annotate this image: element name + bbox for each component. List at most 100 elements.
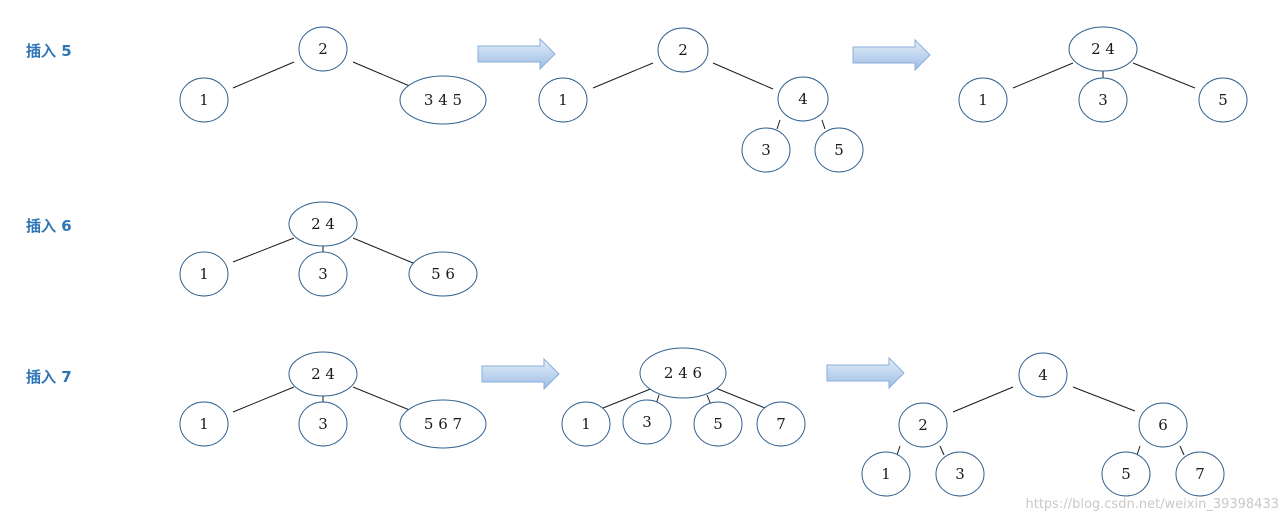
- tree-node-label: 2 4: [311, 365, 335, 383]
- tree-node: 2: [657, 27, 709, 73]
- tree-node: 1: [861, 451, 911, 497]
- tree-node: 5: [1198, 77, 1248, 123]
- tree-node-label: 2: [678, 41, 688, 59]
- row-label-insert-6: 插入 6: [26, 217, 72, 235]
- tree-edge: [1179, 445, 1185, 456]
- tree-node: 7: [1175, 451, 1225, 497]
- tree-node: 5: [1101, 451, 1151, 497]
- tree-node: 2 4: [1068, 26, 1138, 72]
- tree-node-ellipse: [538, 77, 588, 123]
- tree-node-label: 2: [918, 416, 928, 434]
- tree-node-label: 1: [881, 465, 891, 483]
- tree-node: 2: [898, 402, 948, 448]
- tree-node-ellipse: [741, 127, 791, 173]
- tree-node-ellipse: [288, 201, 358, 247]
- tree-node: 2 4: [288, 201, 358, 247]
- tree-node-ellipse: [1175, 451, 1225, 497]
- tree-node-ellipse: [179, 401, 229, 447]
- tree-node-label: 2 4 6: [664, 364, 702, 382]
- right-arrow-icon: [826, 356, 905, 390]
- row-label-insert-5: 插入 5: [26, 42, 72, 60]
- tree-edge: [1136, 445, 1141, 456]
- tree-edge: [232, 237, 295, 263]
- tree-edge: [352, 237, 414, 264]
- tree-edge: [1012, 62, 1074, 89]
- tree-node-ellipse: [622, 399, 672, 445]
- tree-node: 1: [958, 77, 1008, 123]
- tree-node-label: 4: [1038, 366, 1048, 384]
- tree-node-label: 1: [978, 91, 988, 109]
- tree-node: 4: [1018, 352, 1068, 398]
- tree-node-ellipse: [814, 127, 864, 173]
- tree-node: 3: [741, 127, 791, 173]
- tree-edge: [232, 61, 295, 89]
- tree-node-ellipse: [1018, 352, 1068, 398]
- tree-node-label: 1: [581, 415, 591, 433]
- tree-node-ellipse: [179, 251, 229, 297]
- tree-edge: [592, 62, 654, 89]
- tree-edge: [352, 61, 413, 88]
- right-arrow-icon: [477, 37, 556, 71]
- tree-node-ellipse: [298, 26, 348, 72]
- tree-edge: [1132, 62, 1196, 89]
- tree-node-label: 5: [834, 141, 844, 159]
- watermark-url: https://blog.csdn.net/weixin_39398433: [1025, 497, 1279, 512]
- tree-node-label: 3: [318, 265, 328, 283]
- tree-edge: [712, 62, 774, 90]
- tree-node-label: 2 4: [1091, 40, 1115, 58]
- tree-node-label: 3: [642, 413, 652, 431]
- tree-node-label: 5: [713, 415, 723, 433]
- tree-edge: [712, 386, 771, 411]
- tree-node-label: 1: [558, 91, 568, 109]
- tree-node-ellipse: [399, 399, 487, 449]
- tree-node-ellipse: [1101, 451, 1151, 497]
- tree-node-label: 3 4 5: [424, 91, 462, 109]
- tree-node-label: 1: [199, 91, 209, 109]
- tree-edge: [896, 445, 901, 456]
- tree-edge: [352, 386, 413, 412]
- tree-node-label: 3: [1098, 91, 1108, 109]
- tree-node-ellipse: [861, 451, 911, 497]
- tree-node-label: 5: [1218, 91, 1228, 109]
- tree-node: 5 6 7: [399, 399, 487, 449]
- tree-node-label: 5: [1121, 465, 1131, 483]
- tree-edge: [821, 119, 826, 130]
- tree-node-ellipse: [693, 401, 743, 447]
- tree-node-label: 7: [1195, 465, 1205, 483]
- tree-node-label: 2: [318, 40, 328, 58]
- tree-edge: [952, 386, 1014, 413]
- tree-node: 5: [814, 127, 864, 173]
- tree-node: 4: [777, 76, 829, 122]
- tree-node: 3: [298, 251, 348, 297]
- tree-node: 1: [179, 401, 229, 447]
- tree-node-label: 5 6 7: [424, 415, 462, 433]
- tree-node-ellipse: [756, 401, 806, 447]
- tree-node-ellipse: [408, 251, 478, 297]
- tree-node: 1: [561, 401, 611, 447]
- tree-edge: [776, 119, 781, 130]
- tree-node-ellipse: [288, 351, 358, 397]
- tree-node: 3: [622, 399, 672, 445]
- tree-node-ellipse: [639, 347, 727, 399]
- tree-node-ellipse: [1138, 402, 1188, 448]
- tree-node-label: 2 4: [311, 215, 335, 233]
- tree-edge: [1072, 386, 1136, 412]
- tree-node: 2 4: [288, 351, 358, 397]
- tree-node-label: 4: [798, 90, 808, 108]
- tree-node-ellipse: [777, 76, 829, 122]
- tree-node-label: 5 6: [431, 265, 455, 283]
- tree-node-ellipse: [1198, 77, 1248, 123]
- tree-node-label: 1: [199, 265, 209, 283]
- tree-node: 2: [298, 26, 348, 72]
- tree-node-ellipse: [898, 402, 948, 448]
- tree-node-label: 7: [776, 415, 786, 433]
- tree-node: 3 4 5: [399, 75, 487, 125]
- row-label-insert-7: 插入 7: [26, 368, 72, 386]
- tree-node-label: 3: [318, 415, 328, 433]
- tree-node-label: 1: [199, 415, 209, 433]
- tree-node: 6: [1138, 402, 1188, 448]
- tree-node: 1: [538, 77, 588, 123]
- tree-edge: [939, 445, 945, 456]
- tree-node-ellipse: [935, 451, 985, 497]
